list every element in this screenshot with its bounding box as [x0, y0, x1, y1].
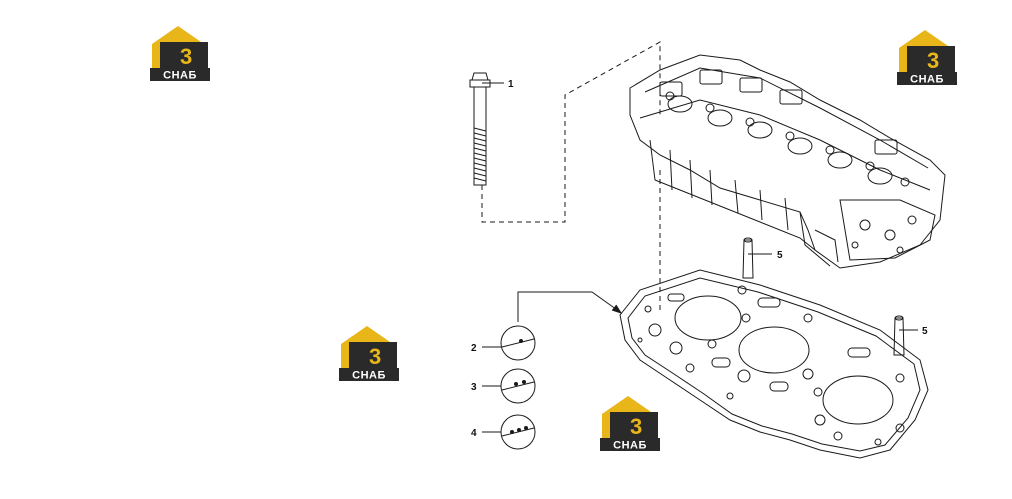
dowel-pin-left [742, 237, 772, 279]
logo-h-letter: H [351, 344, 367, 369]
logo-3-letter: 3 [180, 44, 192, 69]
callout-5-left: 5 [777, 250, 783, 261]
gasket-variant-3 [482, 368, 536, 404]
watermark-logo-2: H 3 СНАБ [897, 30, 957, 86]
watermark-logo-3: H 3 СНАБ [339, 326, 399, 382]
head-gasket [619, 269, 929, 459]
gasket-leader-arrow [517, 291, 623, 322]
logo-h-letter: H [612, 414, 628, 439]
logo-3-letter: 3 [630, 414, 642, 439]
callout-2: 2 [471, 343, 477, 354]
cylinder-head-bolt [469, 72, 504, 186]
logo-h-letter: H [162, 44, 178, 69]
svg-text:СНАБ: СНАБ [910, 74, 944, 86]
logo-h-letter: H [909, 48, 925, 73]
svg-text:СНАБ: СНАБ [163, 70, 197, 82]
watermark-logo-4: H 3 СНАБ [600, 396, 660, 452]
svg-text:СНАБ: СНАБ [352, 370, 386, 382]
gasket-variant-4 [482, 414, 536, 450]
callout-4: 4 [471, 428, 477, 439]
assembly-guide-lines [481, 41, 661, 310]
callout-5-right: 5 [922, 326, 928, 337]
svg-text:СНАБ: СНАБ [613, 440, 647, 452]
dowel-pin-right [893, 315, 918, 356]
gasket-variant-2 [482, 325, 536, 361]
cylinder-head [629, 54, 946, 269]
logo-3-letter: 3 [927, 48, 939, 73]
callout-1: 1 [508, 79, 514, 90]
logo-3-letter: 3 [369, 344, 381, 369]
watermark-logo-1: H 3 СНАБ [150, 26, 210, 82]
callout-3: 3 [471, 382, 477, 393]
